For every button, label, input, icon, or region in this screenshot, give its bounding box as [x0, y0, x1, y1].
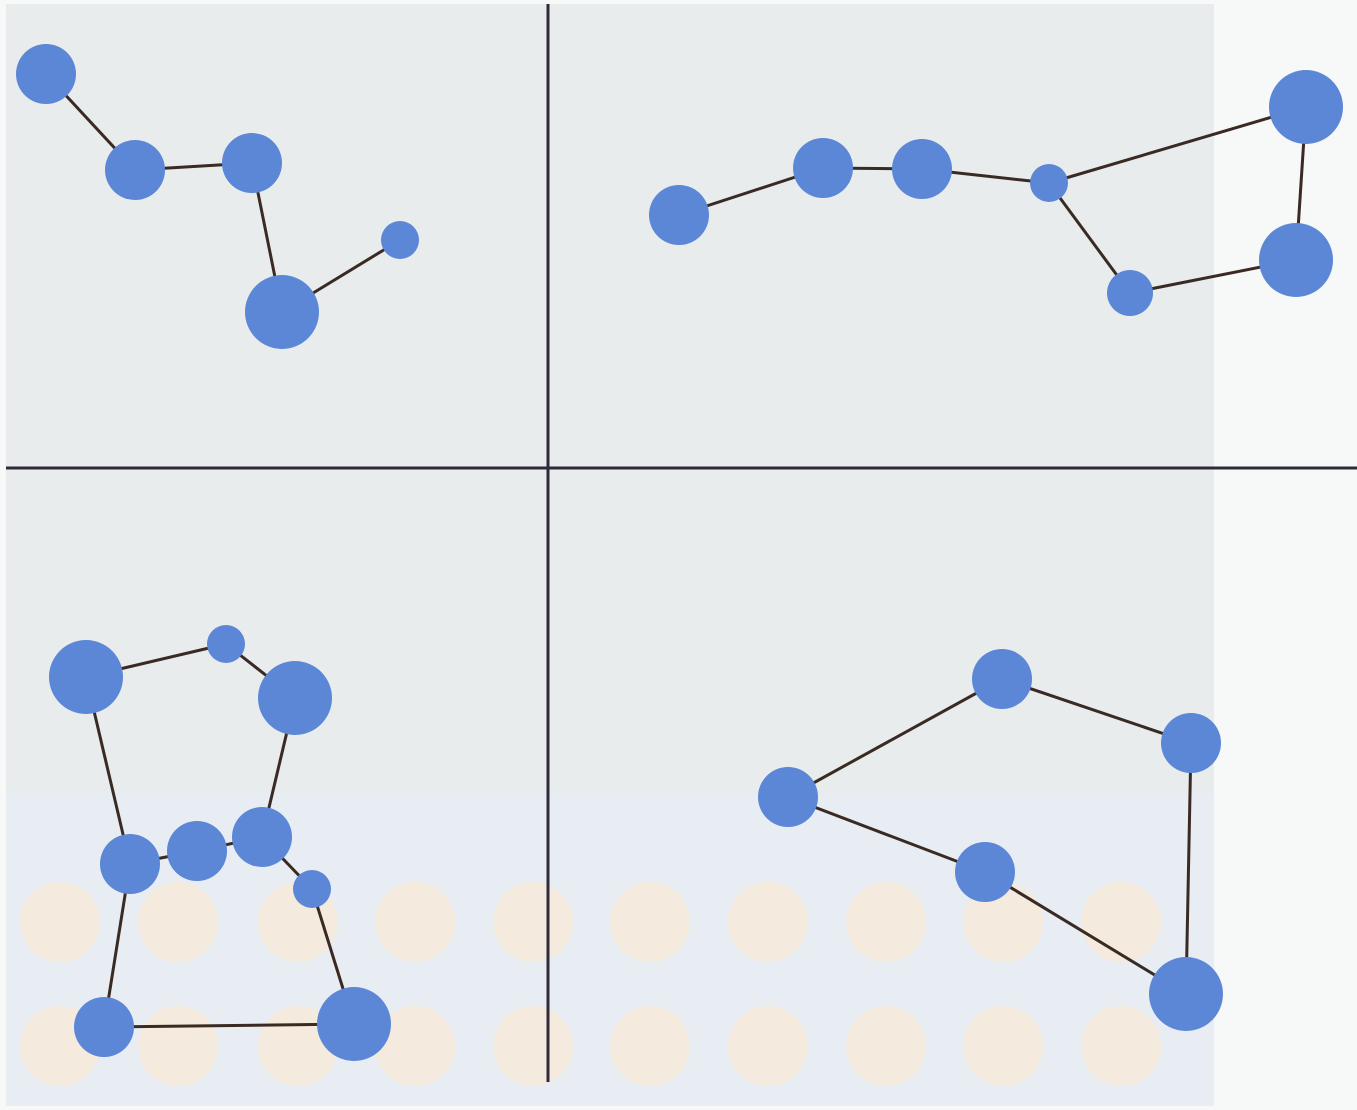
star [381, 221, 419, 259]
background-dot [1081, 882, 1161, 962]
star-link [787, 677, 1003, 799]
star [955, 842, 1015, 902]
star [758, 767, 818, 827]
background-dot [728, 1006, 808, 1086]
background-dot [138, 882, 218, 962]
star [49, 640, 123, 714]
background-dot [375, 882, 455, 962]
star [100, 834, 160, 894]
star [1269, 70, 1343, 144]
star-link [1001, 677, 1192, 745]
background-dot [846, 882, 926, 962]
star-link [103, 1022, 355, 1029]
star [1030, 164, 1068, 202]
constellations [16, 44, 1343, 1061]
background-dot [375, 1006, 455, 1086]
star [167, 821, 227, 881]
quadrant-dividers [6, 4, 1357, 1082]
star [232, 807, 292, 867]
star [74, 997, 134, 1057]
star [245, 275, 319, 349]
star-link [984, 870, 1187, 996]
star [1107, 270, 1153, 316]
background-dot [1081, 1006, 1161, 1086]
constellation-2 [649, 70, 1343, 316]
star [207, 625, 245, 663]
star [1259, 223, 1333, 297]
tinted-panel [6, 4, 1214, 794]
background-dot [728, 882, 808, 962]
star [1149, 957, 1223, 1031]
star-link [1184, 742, 1193, 995]
background-dot [138, 1006, 218, 1086]
background-dot [963, 882, 1043, 962]
star [105, 140, 165, 200]
star [317, 987, 391, 1061]
background-dot [493, 1006, 573, 1086]
constellation-4 [758, 649, 1223, 1031]
background-dot [846, 1006, 926, 1086]
star [293, 870, 331, 908]
constellation-3 [49, 625, 391, 1061]
background-dot [493, 882, 573, 962]
star [258, 661, 332, 735]
star [972, 649, 1032, 709]
background-dot [20, 882, 100, 962]
background-dot [610, 882, 690, 962]
star-link [787, 795, 986, 874]
star [1161, 713, 1221, 773]
star [892, 139, 952, 199]
background-dot [963, 1006, 1043, 1086]
star [16, 44, 76, 104]
star-link [1048, 105, 1307, 185]
background-dot [610, 1006, 690, 1086]
star [793, 138, 853, 198]
constellation-1 [16, 44, 419, 349]
star [649, 185, 709, 245]
star [222, 133, 282, 193]
